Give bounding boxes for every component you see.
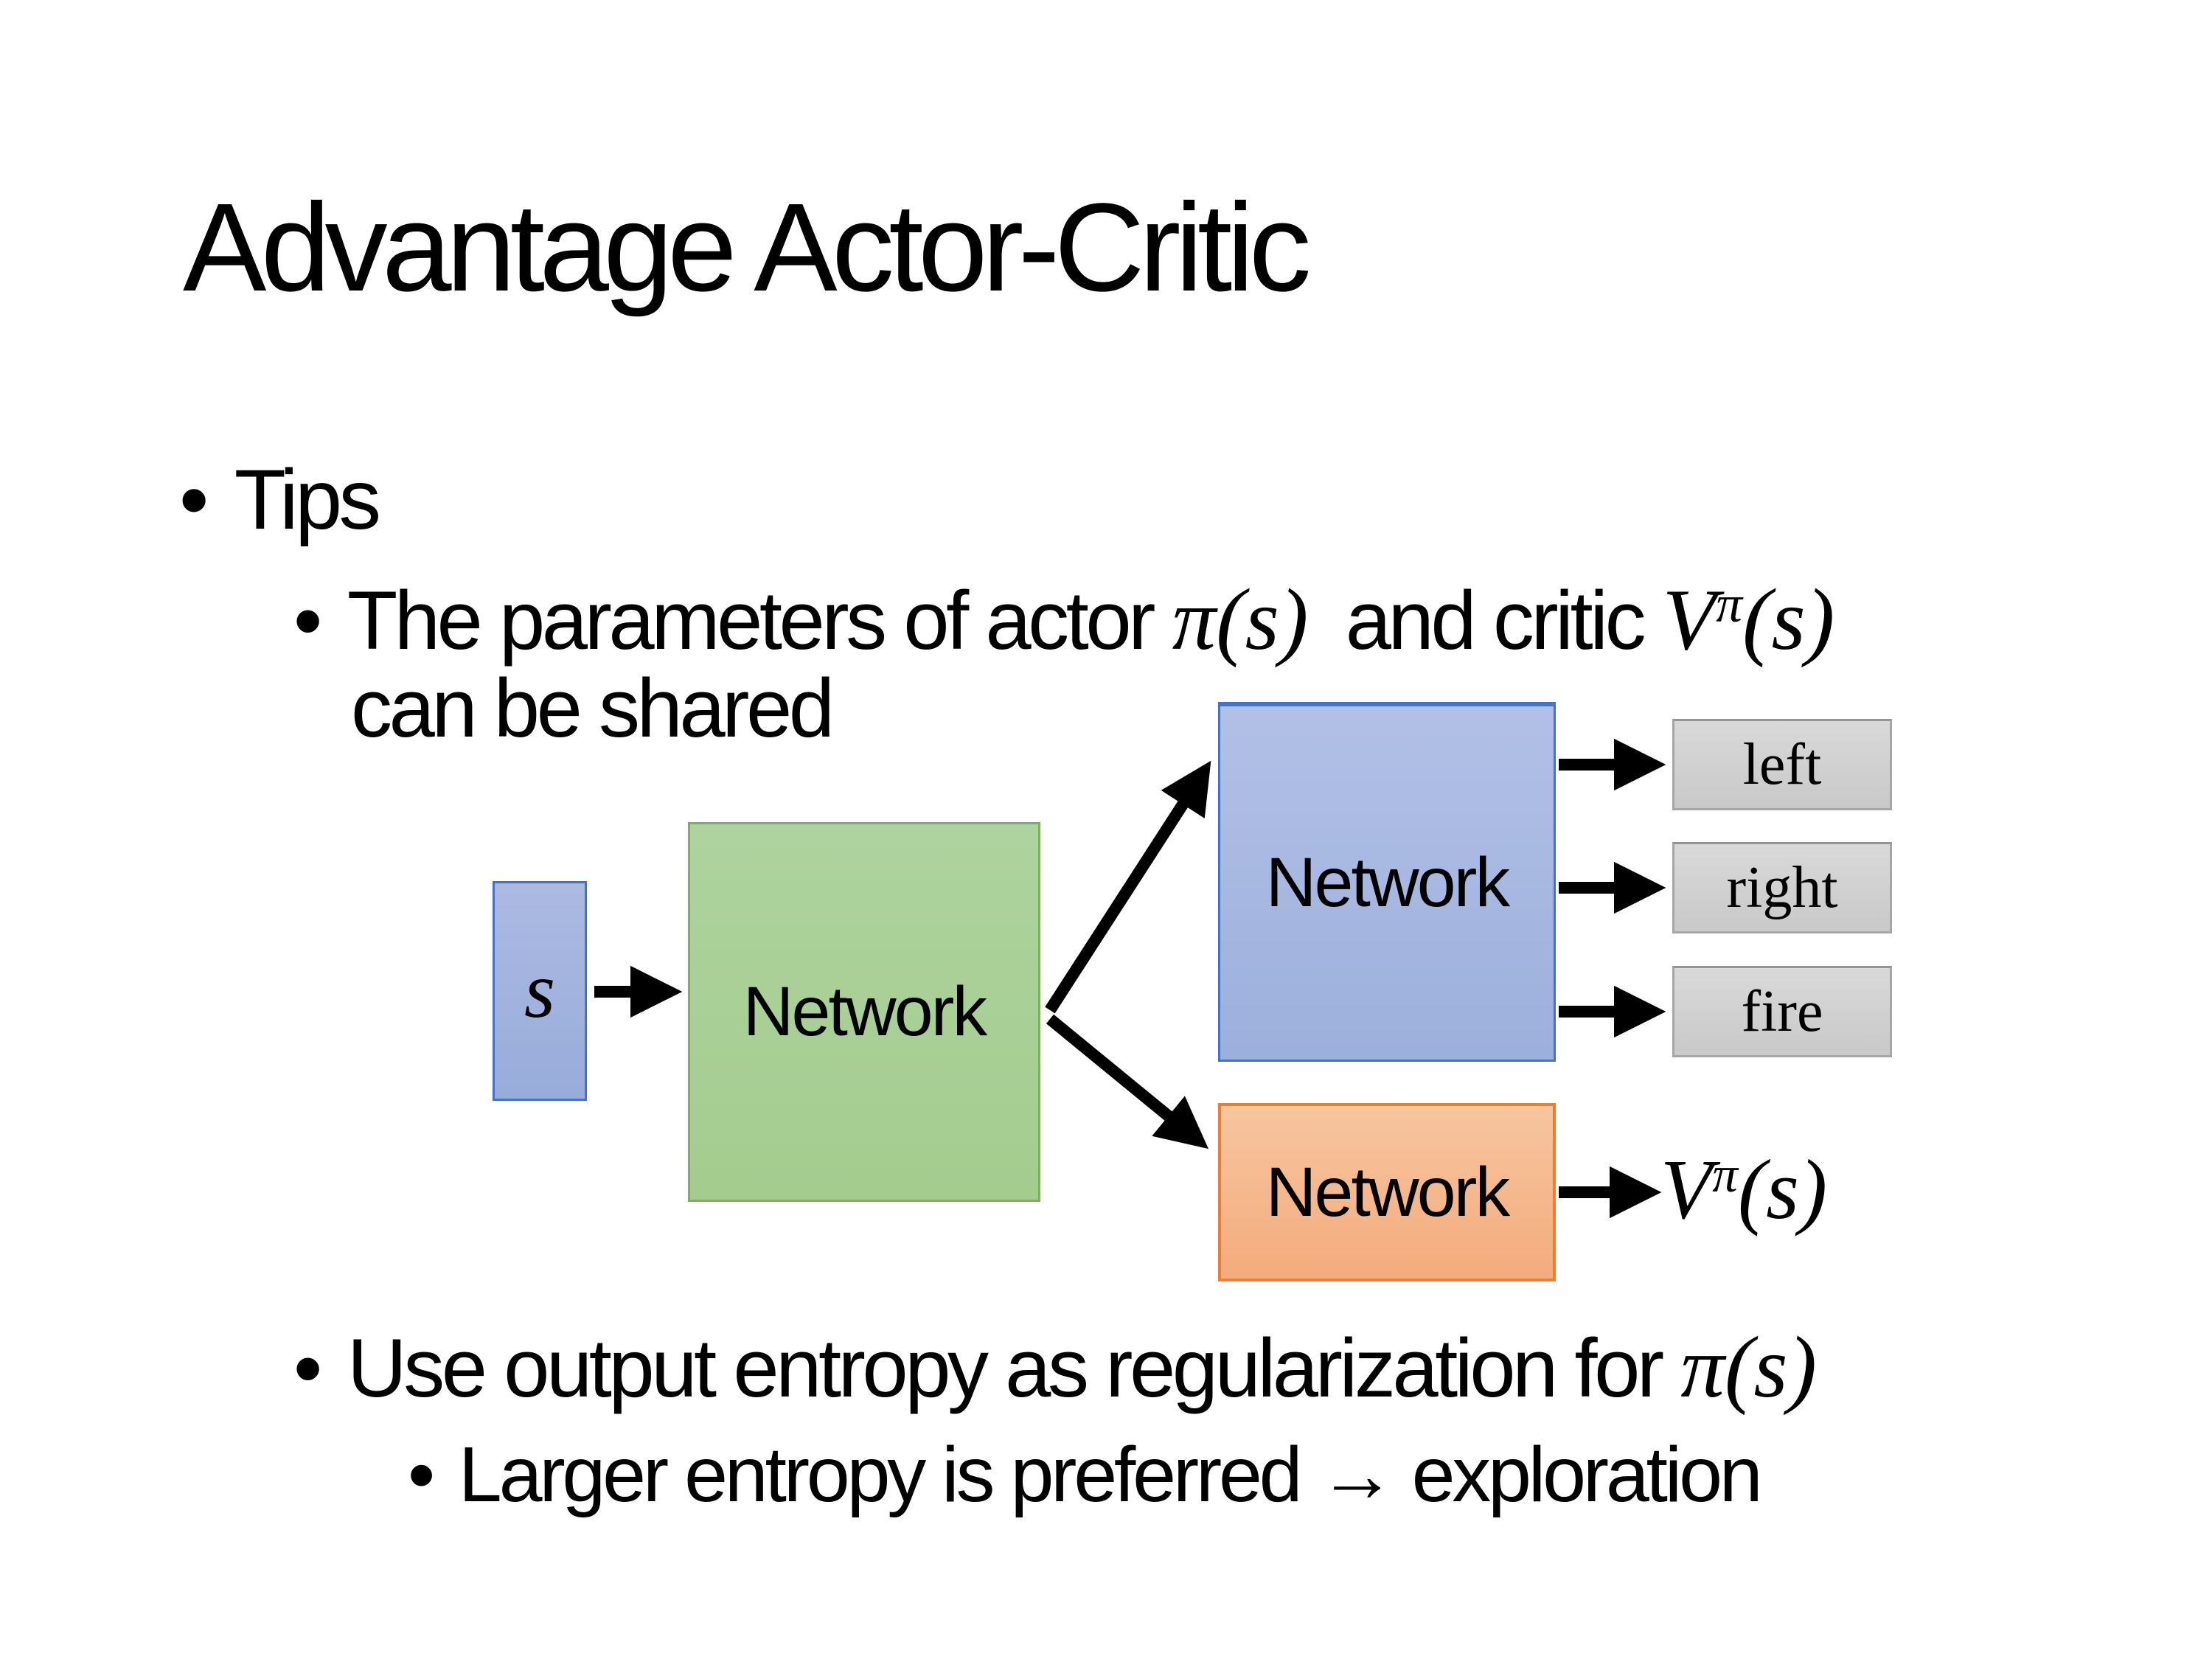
tips-text: Tips <box>234 453 381 547</box>
page-title: Advantage Actor-Critic <box>183 178 1312 318</box>
bullet-dot: • <box>293 574 322 667</box>
arrow-shared-to-actor <box>1045 760 1211 1014</box>
bullet-dot: • <box>293 1322 322 1414</box>
action-left-label: left <box>1742 731 1822 797</box>
value-output-superscript: π <box>1712 1147 1738 1203</box>
shared-text-line2: can be shared <box>351 661 835 757</box>
action-right-label: right <box>1726 855 1838 920</box>
bullet-dot: • <box>179 453 209 547</box>
arrow-shared-to-critic <box>1046 1014 1209 1150</box>
shared-text-mid: and critic <box>1345 574 1663 667</box>
action-right-box: right <box>1672 842 1892 933</box>
critic-value-math: Vπ(s) <box>1663 571 1835 668</box>
bullet-dot: • <box>408 1431 435 1518</box>
entropy-text-pre: Use output entropy as regularization for <box>347 1322 1681 1414</box>
bullet-entropy: • Use output entropy as regularization fo… <box>293 1317 1817 1418</box>
value-output-base: V <box>1660 1143 1713 1237</box>
shared-network-label: Network <box>742 973 987 1051</box>
critic-network-box: Network <box>1218 1103 1556 1281</box>
value-base: V <box>1662 571 1717 668</box>
state-label: s <box>524 947 556 1034</box>
value-output-math: Vπ(s) <box>1660 1141 1827 1239</box>
actor-network-label: Network <box>1265 844 1510 922</box>
action-fire-label: fire <box>1741 978 1823 1044</box>
value-superscript: π <box>1716 575 1742 633</box>
state-box: s <box>493 881 587 1101</box>
critic-network-label: Network <box>1265 1152 1510 1231</box>
actor-network-box: Network <box>1218 702 1556 1062</box>
entropy-sub-text: Larger entropy is preferred → exploratio… <box>458 1431 1763 1518</box>
can-be-shared-text: can be shared <box>351 662 835 754</box>
bullet-shared-params: •The parameters of actor π(s)and critic … <box>293 569 1834 670</box>
entropy-policy-math: π(s) <box>1680 1318 1818 1416</box>
action-left-box: left <box>1672 719 1892 810</box>
shared-network-box: Network <box>688 822 1040 1202</box>
actor-policy-math: π(s) <box>1172 571 1309 668</box>
value-output-args: (s) <box>1737 1143 1828 1237</box>
action-fire-box: fire <box>1672 966 1892 1057</box>
bullet-tips: • Tips <box>179 451 381 549</box>
value-args: (s) <box>1742 571 1835 668</box>
bullet-entropy-sub: • Larger entropy is preferred → explorati… <box>408 1430 1763 1520</box>
shared-text-pre: The parameters of actor <box>347 574 1172 667</box>
